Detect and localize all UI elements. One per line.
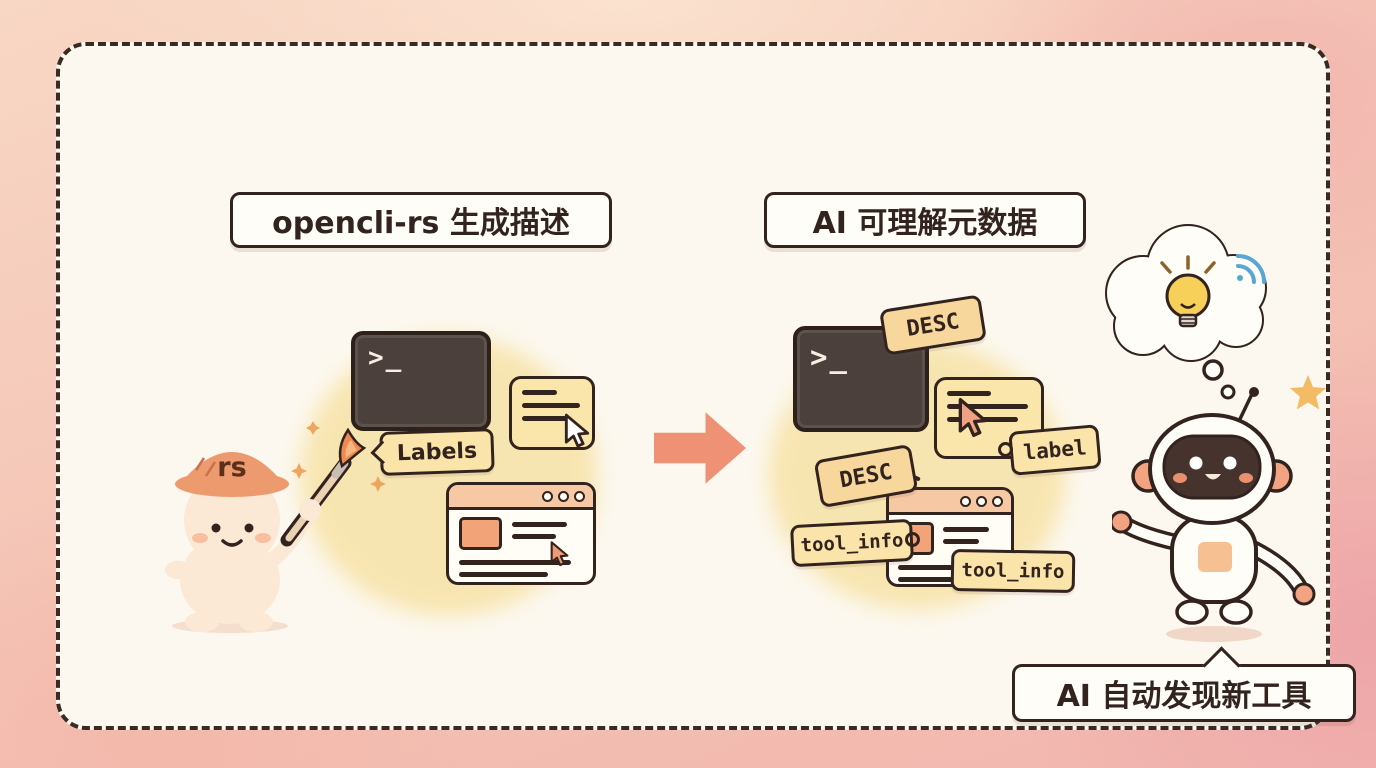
robot-shadow bbox=[1166, 626, 1262, 642]
thought-trail-dot bbox=[1202, 359, 1224, 381]
tag-ring-connector bbox=[998, 442, 1013, 457]
painter-character: rs bbox=[165, 421, 386, 633]
browser-image-placeholder bbox=[459, 517, 503, 550]
window-dot-icon bbox=[558, 490, 569, 502]
flow-arrow-icon bbox=[654, 412, 746, 484]
wifi-signal-icon bbox=[1236, 254, 1266, 284]
robot-eye bbox=[1189, 456, 1203, 470]
hard-hat: rs bbox=[175, 452, 289, 497]
window-dot-icon bbox=[960, 495, 971, 507]
right-panel-title: AI 可理解元数据 bbox=[764, 192, 1086, 248]
terminal-prompt: >_ bbox=[810, 340, 849, 374]
tool-info-tag-left: tool_info bbox=[789, 518, 915, 568]
browser-text-line bbox=[942, 527, 990, 532]
browser-text-line bbox=[942, 539, 980, 544]
left-panel-title: opencli-rs 生成描述 bbox=[230, 192, 612, 248]
robot-face-screen bbox=[1162, 434, 1262, 500]
robot-chest-panel bbox=[1198, 542, 1232, 572]
note-text-line bbox=[522, 403, 580, 408]
thought-trail-dot bbox=[1220, 384, 1236, 400]
window-dot-icon bbox=[542, 490, 553, 502]
cursor-icon-small bbox=[550, 541, 569, 567]
labels-tag: Labels bbox=[370, 428, 495, 476]
note-text-line bbox=[522, 390, 557, 395]
robot-mouth bbox=[1205, 474, 1221, 480]
helmet-label: rs bbox=[217, 452, 246, 483]
browser-text-line bbox=[459, 560, 572, 565]
character-eye bbox=[211, 523, 221, 533]
browser-text-line bbox=[897, 577, 974, 582]
window-dot-icon bbox=[992, 495, 1003, 507]
cursor-icon bbox=[564, 413, 590, 448]
note-text-line bbox=[947, 391, 991, 396]
robot-eye bbox=[1223, 456, 1237, 470]
robot-pointing-hand bbox=[1112, 510, 1133, 534]
tool-info-tag-bottom: tool_info bbox=[950, 548, 1076, 594]
lightbulb-icon bbox=[1160, 255, 1216, 328]
cursor-icon bbox=[958, 398, 987, 438]
browser-window-left bbox=[446, 482, 596, 585]
character-eye bbox=[244, 523, 254, 533]
character-smile bbox=[221, 539, 243, 547]
terminal-prompt: >_ bbox=[368, 343, 404, 373]
terminal-window-left: >_ bbox=[351, 331, 491, 431]
label-tag: label bbox=[1008, 424, 1102, 476]
bottom-caption: AI 自动发现新工具 bbox=[1012, 664, 1356, 722]
character-hand bbox=[299, 499, 321, 521]
browser-text-line bbox=[512, 534, 556, 539]
robot-antenna bbox=[1238, 393, 1254, 420]
main-card: opencli-rs 生成描述 AI 可理解元数据 AI 自动发现新工具 >_ … bbox=[56, 42, 1356, 730]
sparkle-icon bbox=[291, 421, 386, 492]
browser-text-line bbox=[897, 565, 993, 570]
note-text-line bbox=[947, 404, 1028, 409]
window-dot-icon bbox=[976, 495, 987, 507]
note-text-line bbox=[522, 416, 569, 421]
window-dot-icon bbox=[574, 490, 585, 502]
browser-titlebar bbox=[889, 490, 1011, 515]
thought-bubble bbox=[1105, 224, 1267, 400]
browser-titlebar bbox=[449, 485, 593, 510]
browser-text-line bbox=[459, 572, 549, 577]
labels-tag-text: Labels bbox=[396, 438, 478, 466]
tag-ring-connector bbox=[905, 532, 920, 547]
desc-tag-top: DESC bbox=[879, 294, 987, 356]
star-icon bbox=[1289, 375, 1327, 410]
browser-text-line bbox=[512, 522, 568, 527]
character-head bbox=[184, 472, 280, 568]
robot-character bbox=[1112, 387, 1316, 642]
